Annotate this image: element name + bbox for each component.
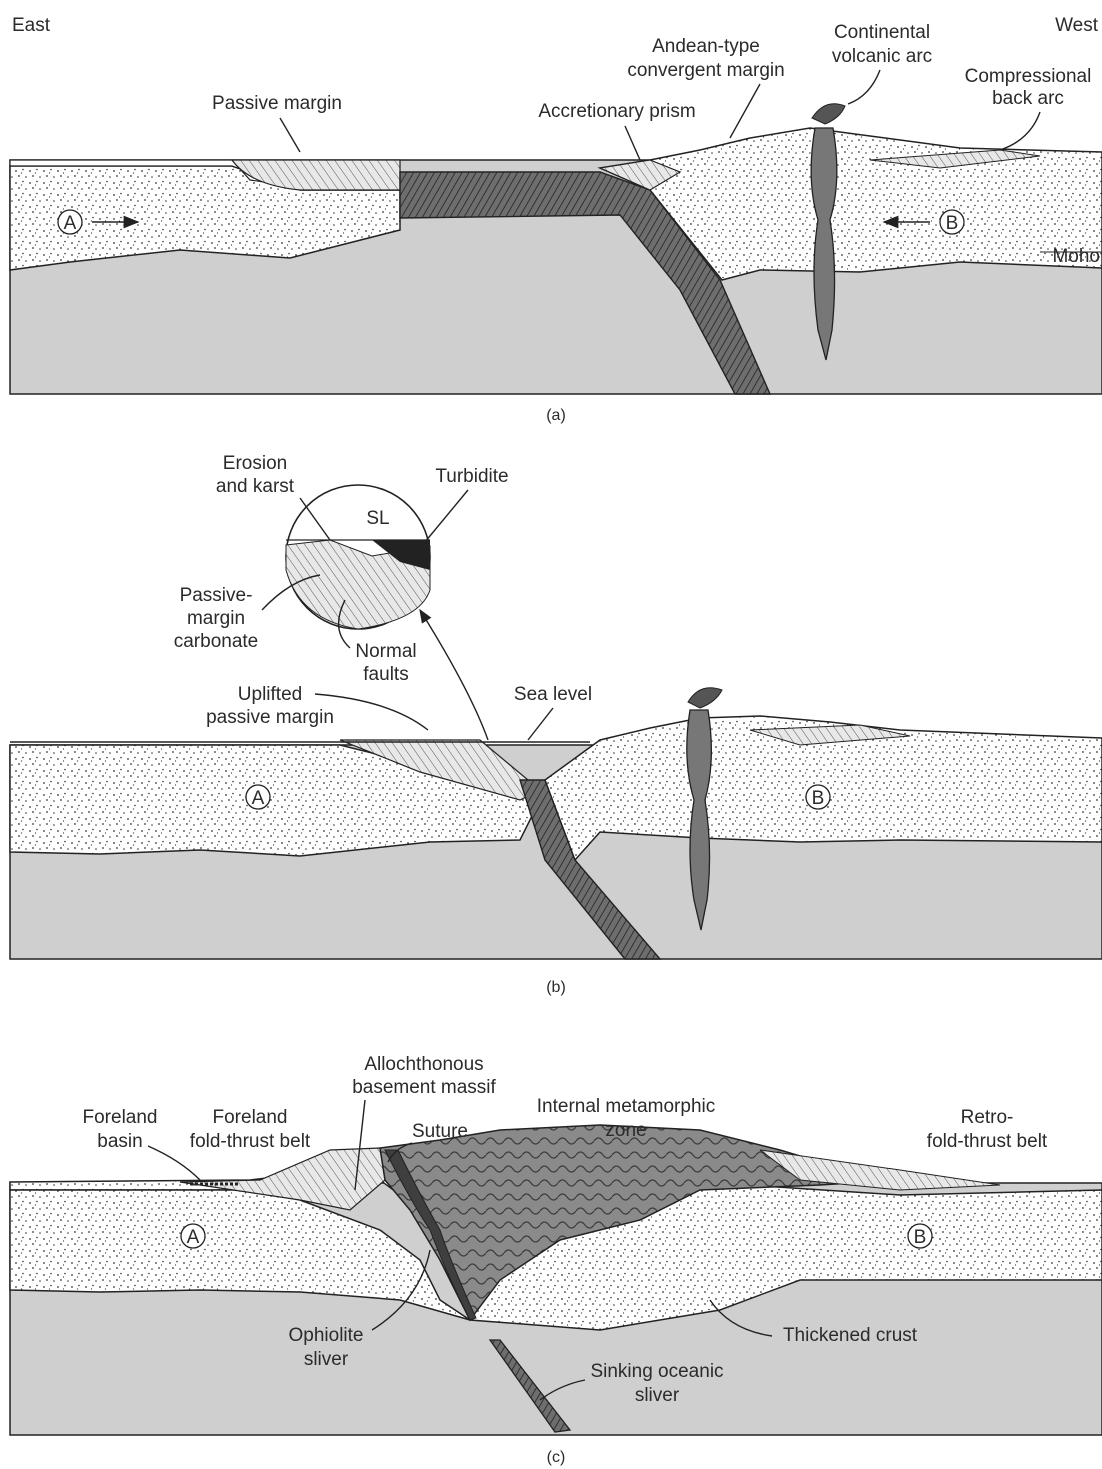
caption-c: (c) xyxy=(547,1449,566,1466)
ophiolite-label-line2: sliver xyxy=(304,1349,349,1370)
foreland-basin-label-line1: Foreland xyxy=(83,1107,158,1128)
retro-label-line1: Retro- xyxy=(961,1107,1014,1128)
caption-b: (b) xyxy=(546,979,566,996)
plate-a-label-b: A xyxy=(252,788,265,809)
backarc-leader xyxy=(1000,112,1040,150)
andean-leader xyxy=(730,84,760,138)
turbidite-label: Turbidite xyxy=(435,466,508,487)
uplifted-label-line2: passive margin xyxy=(206,707,334,728)
backarc-label-line2: back arc xyxy=(992,88,1064,109)
pmc-label-line3: carbonate xyxy=(174,631,259,652)
sinking-label-line2: sliver xyxy=(635,1385,680,1406)
passive-margin-label: Passive margin xyxy=(212,93,342,114)
turbidite-leader xyxy=(420,490,468,548)
backarc-label-line1: Compressional xyxy=(965,66,1092,87)
panel-b: A B Erosion and karst Turbidite SL Passi… xyxy=(10,453,1102,996)
arc-label-line1: Continental xyxy=(834,22,930,43)
plate-a-label-c: A xyxy=(187,1227,200,1248)
plate-a-label-a: A xyxy=(64,213,77,234)
andean-label-line2: convergent margin xyxy=(627,60,784,81)
normal-faults-label-line2: faults xyxy=(363,664,408,685)
panel-c: A B Allochthonous basement massif Forela… xyxy=(10,1054,1102,1466)
thickened-crust-label: Thickened crust xyxy=(783,1325,918,1346)
accretionary-prism-label: Accretionary prism xyxy=(538,101,695,122)
caption-a: (a) xyxy=(546,407,566,424)
internal-label-line2: zone xyxy=(605,1120,646,1141)
normal-faults-label-line1: Normal xyxy=(355,641,416,662)
direction-east-label: East xyxy=(12,15,51,36)
arc-leader xyxy=(848,70,880,104)
sl-label: SL xyxy=(366,508,389,529)
allochthonous-label-line2: basement massif xyxy=(352,1077,496,1098)
plate-b-label-c: B xyxy=(914,1227,927,1248)
sinking-label-line1: Sinking oceanic xyxy=(590,1361,723,1382)
foreland-fold-thrust-label-line1: Foreland xyxy=(213,1107,288,1128)
allochthonous-label-line1: Allochthonous xyxy=(364,1054,483,1075)
arc-label-line2: volcanic arc xyxy=(832,46,932,67)
ophiolite-label-line1: Ophiolite xyxy=(289,1325,364,1346)
plate-b-label-b: B xyxy=(812,788,825,809)
moho-label: Moho xyxy=(1052,246,1100,267)
erosion-label-line1: Erosion xyxy=(223,453,287,474)
pmc-label-line2: margin xyxy=(187,608,245,629)
sea-level-label: Sea level xyxy=(514,684,592,705)
internal-label-line1: Internal metamorphic xyxy=(537,1096,715,1117)
volcanic-plume-a xyxy=(812,104,845,124)
passive-margin-leader xyxy=(280,118,300,152)
foreland-fold-thrust-label-line2: fold-thrust belt xyxy=(190,1131,311,1152)
direction-west-label: West xyxy=(1055,15,1099,36)
panel-a: A B Passive margin Accretionary prism An… xyxy=(10,22,1102,424)
foreland-basin-label-line2: basin xyxy=(97,1131,142,1152)
andean-label-line1: Andean-type xyxy=(652,36,760,57)
plate-b-label-a: B xyxy=(946,213,959,234)
inset-callout-arrow xyxy=(420,610,488,740)
pmc-label-line1: Passive- xyxy=(180,585,253,606)
inset-magnifier xyxy=(286,485,430,629)
uplifted-label-line1: Uplifted xyxy=(238,684,302,705)
volcanic-plume-b xyxy=(688,688,722,708)
erosion-label-line2: and karst xyxy=(216,476,295,497)
sea-level-leader xyxy=(528,708,553,740)
suture-label: Suture xyxy=(412,1121,468,1142)
retro-label-line2: fold-thrust belt xyxy=(927,1131,1048,1152)
accretionary-prism-leader xyxy=(625,126,640,160)
